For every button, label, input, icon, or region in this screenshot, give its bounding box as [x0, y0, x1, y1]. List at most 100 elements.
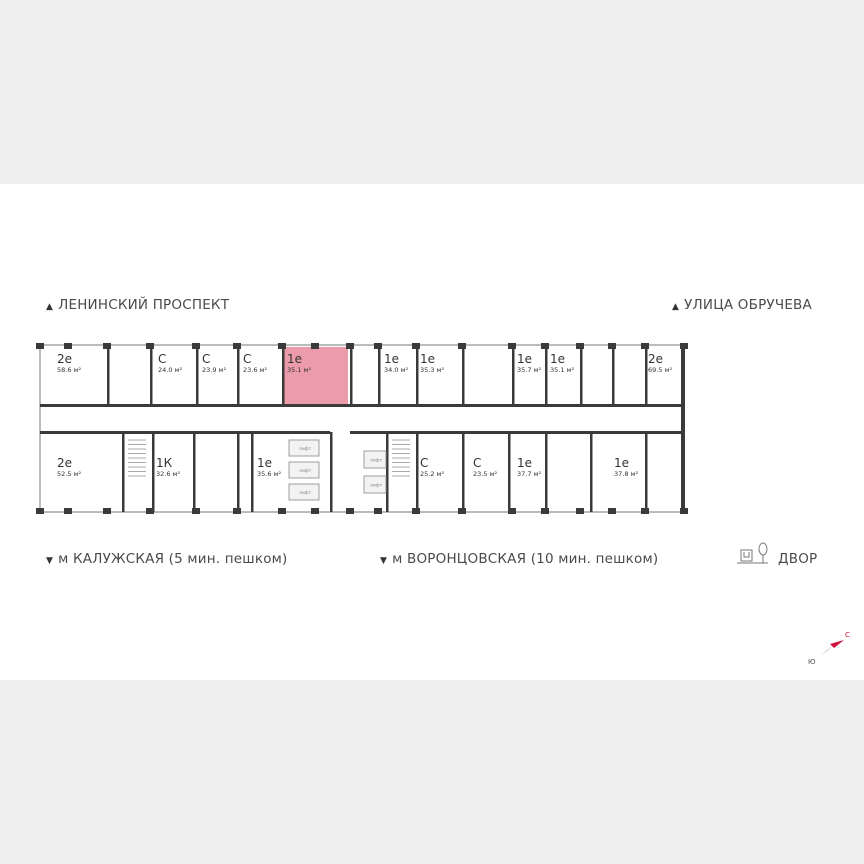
lift-label: лифт — [299, 490, 312, 496]
compass-north: С — [845, 631, 850, 639]
column — [608, 508, 616, 514]
walls — [36, 343, 688, 514]
partition-wall — [150, 345, 153, 405]
yard-name: ДВОР — [778, 551, 818, 567]
column — [146, 508, 154, 514]
partition-wall — [512, 345, 515, 405]
column — [541, 508, 549, 514]
partition-wall — [462, 345, 465, 405]
unit-type: 2е — [57, 352, 72, 366]
partition-wall — [107, 345, 110, 405]
lift-label: лифт — [299, 468, 312, 474]
selected-unit-highlight[interactable] — [284, 347, 348, 405]
partition-wall — [193, 432, 196, 512]
unit-top-3[interactable]: С23.6 м² — [243, 352, 267, 374]
unit-type: С — [473, 456, 481, 470]
unit-bottom-4[interactable]: С23.5 м² — [473, 456, 497, 478]
unit-top-1[interactable]: С24.0 м² — [158, 352, 182, 374]
street-label-leninsky: ▲ЛЕНИНСКИЙ ПРОСПЕКТ — [46, 297, 229, 313]
wall — [350, 431, 684, 434]
direction-triangle-icon: ▼ — [380, 556, 388, 566]
facade — [39, 344, 685, 513]
column — [508, 508, 516, 514]
partition-wall — [580, 345, 583, 405]
partition-wall — [196, 345, 199, 405]
unit-area: 23.5 м² — [473, 470, 497, 478]
column — [680, 508, 688, 514]
partition-wall — [152, 432, 155, 512]
unit-type: 1К — [156, 456, 173, 470]
partition-wall — [350, 345, 353, 405]
metro-label-kaluzhskaya: ▼м КАЛУЖСКАЯ (5 мин. пешком) — [46, 551, 288, 567]
unit-area: 23.9 м² — [202, 366, 226, 374]
partition-wall — [330, 432, 333, 512]
partition-wall — [545, 432, 548, 512]
wall — [40, 431, 330, 434]
partition-wall — [237, 345, 240, 405]
compass-icon: С Ю — [808, 631, 850, 666]
unit-area: 37.7 м² — [517, 470, 541, 478]
unit-type: 1е — [614, 456, 629, 470]
wall — [40, 404, 684, 407]
column — [576, 343, 584, 349]
unit-type: 1е — [550, 352, 565, 366]
unit-type: 1е — [517, 456, 532, 470]
partition-wall — [416, 432, 419, 512]
street-label-obrucheva: ▲УЛИЦА ОБРУЧЕВА — [672, 297, 812, 313]
yard-icon — [737, 542, 768, 564]
metro-label-vorontsovskaya: ▼м ВОРОНЦОВСКАЯ (10 мин. пешком) — [380, 551, 658, 567]
column — [36, 508, 44, 514]
unit-type: 1е — [384, 352, 399, 366]
column — [346, 343, 354, 349]
unit-area: 35.1 м² — [287, 366, 311, 374]
partition-wall — [237, 432, 240, 512]
partition-wall — [416, 345, 419, 405]
unit-area: 24.0 м² — [158, 366, 182, 374]
unit-area: 35.1 м² — [550, 366, 574, 374]
column — [103, 508, 111, 514]
partition-wall — [545, 345, 548, 405]
lift-label: лифт — [370, 458, 383, 464]
unit-area: 69.5 м² — [648, 366, 672, 374]
unit-top-2[interactable]: С23.9 м² — [202, 352, 226, 374]
unit-area: 52.5 м² — [57, 470, 81, 478]
column — [36, 343, 44, 349]
column — [458, 508, 466, 514]
partition-wall — [282, 345, 285, 405]
unit-area: 35.6 м² — [257, 470, 281, 478]
street-name: ЛЕНИНСКИЙ ПРОСПЕКТ — [58, 297, 230, 313]
unit-area: 23.6 м² — [243, 366, 267, 374]
column — [146, 343, 154, 349]
column — [192, 508, 200, 514]
partition-wall — [612, 345, 615, 405]
column — [508, 343, 516, 349]
column — [278, 508, 286, 514]
column — [311, 508, 319, 514]
unit-type: 1е — [420, 352, 435, 366]
direction-triangle-icon: ▼ — [46, 556, 54, 566]
column — [64, 343, 72, 349]
unit-bottom-3[interactable]: С25.2 м² — [420, 456, 444, 478]
compass-south: Ю — [808, 658, 816, 666]
unit-type: С — [158, 352, 166, 366]
unit-type: 1е — [257, 456, 272, 470]
lift-3: лифт — [363, 450, 387, 469]
unit-type: С — [243, 352, 251, 366]
lift-label: лифт — [370, 483, 383, 489]
column — [608, 343, 616, 349]
unit-area: 37.8 м² — [614, 470, 638, 478]
